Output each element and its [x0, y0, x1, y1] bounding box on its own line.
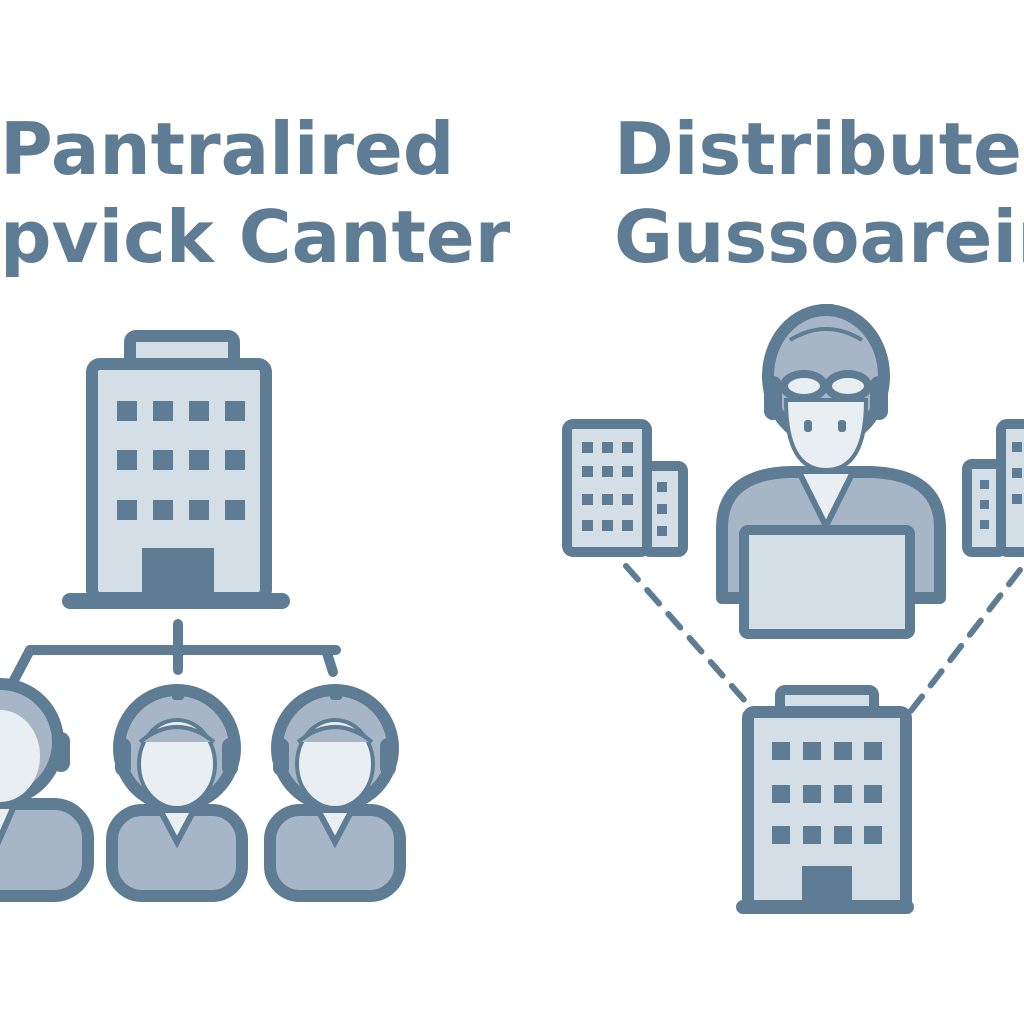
agent-headset-icon [106, 684, 248, 902]
remote-building-icon [562, 419, 688, 557]
left-title-line-2: pvick Canter [0, 195, 511, 279]
hierarchy-connector [7, 619, 341, 689]
central-building-icon [62, 330, 290, 609]
left-title-line-1: Pantralired [0, 107, 454, 191]
hq-building-icon [736, 685, 914, 914]
laptop-icon [739, 525, 915, 639]
agent-headset-icon [264, 684, 406, 902]
right-title-line-1: Distributed [614, 107, 1024, 191]
dashed-connector [623, 563, 1023, 715]
right-title-line-2: Gussoareing [614, 195, 1024, 279]
agent-headset-icon [0, 678, 94, 902]
remote-building-icon [962, 419, 1024, 557]
